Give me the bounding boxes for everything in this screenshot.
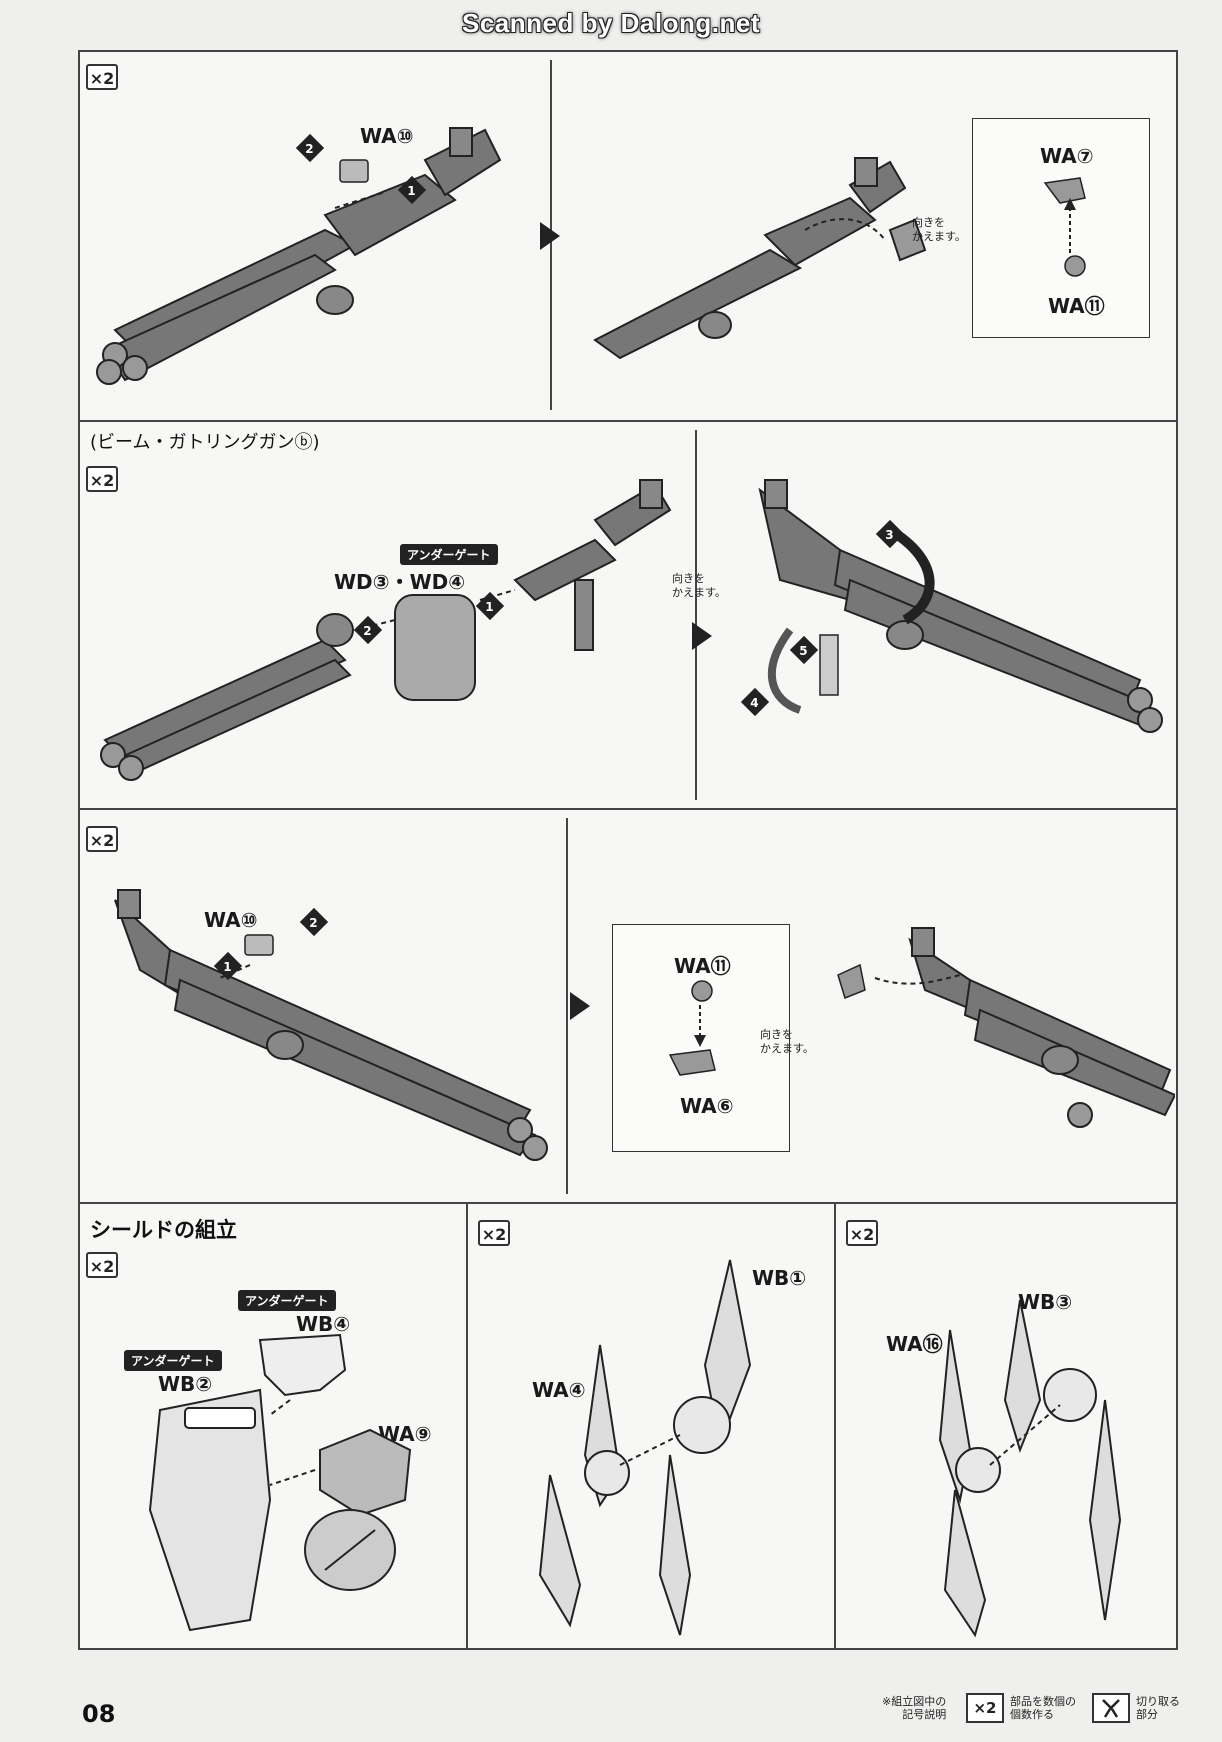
x2-badge: ×2	[478, 1220, 510, 1246]
under-gate-callout: アンダーゲート	[238, 1290, 336, 1311]
step-label: 2	[363, 623, 372, 638]
gatling-barrel-illustration	[96, 127, 502, 385]
part-label-wa10: WA⑩	[204, 908, 258, 932]
proceed-arrow	[692, 622, 712, 650]
gatling-c-assembly-illustration	[114, 889, 548, 1161]
legend-make-count: ×2 部品を数個の 個数作る	[966, 1688, 1076, 1728]
part-label-wa11: WA⑪	[1048, 294, 1105, 318]
part-label-wd3-wd4: WD③・WD④	[334, 570, 466, 594]
divider-row-3	[78, 1202, 1178, 1204]
proceed-arrow	[540, 222, 560, 250]
step-label: 1	[485, 599, 494, 614]
inset-detail-box	[972, 118, 1150, 338]
wing-bits-illustration	[538, 1259, 752, 1636]
divider-shield-1	[466, 1202, 468, 1650]
legend-intro: ※組立図中の 記号説明	[876, 1688, 946, 1728]
divider-shield-2	[834, 1202, 836, 1650]
nipper-legend-icon	[1092, 1693, 1130, 1723]
scan-credit: Scanned by Dalong.net	[462, 8, 760, 38]
step-label: 3	[885, 527, 894, 542]
orientation-note: 向きを かえます。	[672, 572, 726, 599]
divider-row-2	[78, 808, 1178, 810]
x2-badge: ×2	[86, 466, 118, 492]
part-label-wa4: WA④	[532, 1378, 586, 1402]
orientation-note: 向きを かえます。	[912, 216, 966, 243]
gatling-c-assembled-illustration	[837, 927, 1175, 1128]
nipper-icon	[1102, 1699, 1120, 1718]
part-label-wa11: WA⑪	[674, 954, 731, 978]
part-label-wa7: WA⑦	[1040, 144, 1094, 168]
part-label-wa10: WA⑩	[360, 124, 414, 148]
step-label: 2	[309, 915, 318, 930]
step-label: 1	[223, 959, 232, 974]
legend-intro-text: ※組立図中の 記号説明	[882, 1695, 947, 1721]
shield-parts-illustration	[148, 1333, 412, 1632]
divider-sec2	[695, 430, 697, 800]
orientation-note: 向きを かえます。	[760, 1028, 814, 1055]
gatling-assembled-illustration	[593, 157, 927, 360]
page-number: 08	[82, 1700, 116, 1728]
section-subtitle: (ビーム・ガトリングガンⓑ)	[90, 432, 320, 453]
part-label-wb1: WB①	[752, 1266, 807, 1290]
proceed-arrow	[570, 992, 590, 1020]
x2-badge: ×2	[846, 1220, 878, 1246]
step-label: 1	[407, 183, 416, 198]
gatling-b-assembly-illustration	[100, 479, 672, 781]
part-label-wb4: WB④	[296, 1312, 351, 1336]
part-label-wa16: WA⑯	[886, 1332, 943, 1356]
divider-row-1	[78, 420, 1178, 422]
part-label-wa6: WA⑥	[680, 1094, 734, 1118]
shield-assembly-title: シールドの組立	[90, 1218, 237, 1242]
inset-parts-illustration	[1043, 177, 1086, 277]
step-label: 5	[799, 643, 808, 658]
inset-parts-illustration	[668, 980, 716, 1076]
under-gate-callout: アンダーゲート	[124, 1350, 222, 1371]
part-label-wb3: WB③	[1018, 1290, 1073, 1314]
gatling-b-rotate-illustration	[758, 479, 1163, 733]
x2-badge: ×2	[86, 1252, 118, 1278]
x2-legend-icon: ×2	[966, 1693, 1004, 1723]
under-gate-callout: アンダーゲート	[400, 544, 498, 565]
x2-badge: ×2	[86, 64, 118, 90]
legend-cut-text: 切り取る 部分	[1136, 1695, 1180, 1721]
wing-bits-assembled-illustration	[938, 1299, 1122, 1638]
legend-make-count-text: 部品を数個の 個数作る	[1010, 1695, 1076, 1721]
step-label: 4	[750, 695, 759, 710]
step-label: 2	[305, 141, 314, 156]
x2-badge: ×2	[86, 826, 118, 852]
legend-cut: 切り取る 部分	[1092, 1688, 1180, 1728]
part-label-wb2: WB②	[158, 1372, 213, 1396]
divider-sec3	[566, 818, 568, 1194]
